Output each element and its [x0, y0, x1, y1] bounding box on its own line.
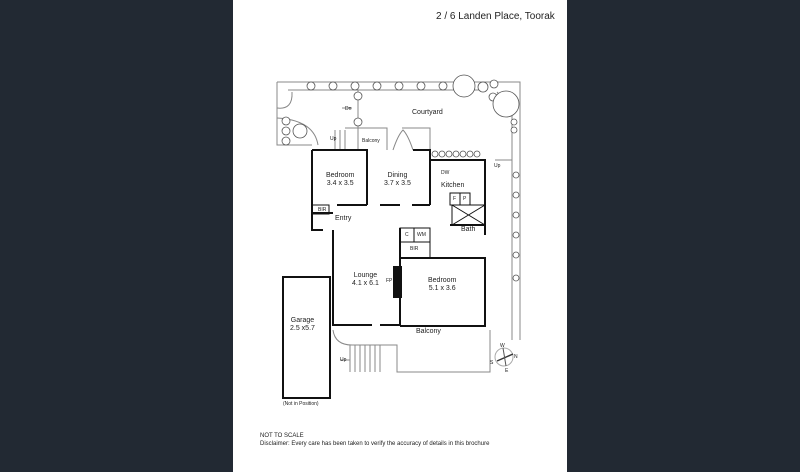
room-courtyard: Courtyard — [412, 109, 443, 116]
compass-s: S — [490, 360, 494, 366]
label-c: C — [405, 232, 409, 238]
label-f: F — [453, 196, 457, 202]
label-p: P — [463, 196, 467, 202]
scale-note: NOT TO SCALE — [260, 433, 304, 439]
compass-w: W — [500, 343, 505, 349]
room-balcony-lower: Balcony — [416, 328, 441, 335]
stairs-up-1: Up — [330, 136, 337, 142]
label-bir-1: BIR — [318, 207, 327, 213]
page-title: 2 / 6 Landen Place, Toorak — [436, 11, 555, 22]
label-wm: WM — [417, 232, 426, 238]
compass-n: N — [514, 354, 518, 360]
disclaimer: Disclaimer: Every care has been taken to… — [260, 441, 490, 447]
garage-note: (Not in Position) — [283, 401, 319, 407]
label-bir-2: BIR — [410, 246, 419, 252]
label-fp: FP — [386, 278, 393, 284]
compass-e: E — [505, 368, 509, 374]
stairs-up-2: Up — [340, 357, 347, 363]
stairs-down: Dn — [345, 106, 352, 112]
room-balcony-upper: Balcony — [362, 138, 380, 144]
room-kitchen: Kitchen — [441, 182, 465, 189]
stairs-up-3: Up — [494, 163, 501, 169]
label-dw: DW — [441, 170, 450, 176]
room-bath: Bath — [461, 226, 476, 233]
room-entry: Entry — [335, 215, 352, 222]
